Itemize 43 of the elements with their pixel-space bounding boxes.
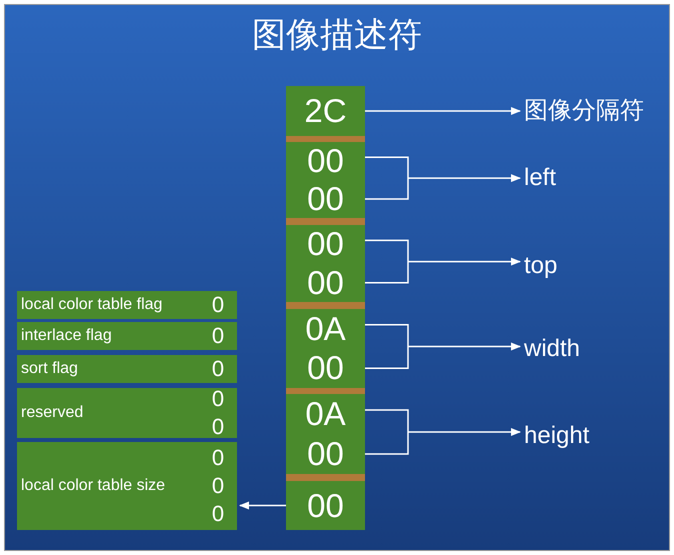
arrow bbox=[365, 107, 521, 115]
hex-value: 00 bbox=[307, 264, 344, 302]
byte-cell bbox=[286, 394, 365, 474]
flag-row bbox=[17, 291, 237, 319]
hex-value: 0A bbox=[305, 395, 346, 433]
arrow bbox=[364, 409, 521, 455]
hex-value: 00 bbox=[307, 435, 344, 473]
hex-value: 0A bbox=[305, 310, 346, 348]
bit-value: 0 0 0 bbox=[211, 444, 225, 528]
field-name: local color table flag bbox=[20, 295, 164, 315]
hex-value: 00 bbox=[307, 142, 344, 180]
bit-value: 0 bbox=[211, 291, 225, 319]
hex-value: 00 bbox=[307, 225, 344, 264]
flag-row bbox=[17, 355, 237, 383]
field-name: sort flag bbox=[20, 359, 79, 379]
bit-value: 0 bbox=[211, 355, 225, 383]
field-label: left bbox=[524, 162, 594, 194]
field-label: top bbox=[524, 250, 594, 282]
byte-cell bbox=[286, 142, 365, 218]
arrow bbox=[364, 324, 521, 369]
field-label: height bbox=[524, 420, 614, 452]
bit-value: 0 0 bbox=[211, 385, 225, 441]
arrow bbox=[239, 502, 286, 510]
byte-cell bbox=[286, 481, 365, 530]
field-name: local color table size bbox=[20, 476, 166, 496]
hex-value: 00 bbox=[307, 349, 344, 388]
field-name: reserved bbox=[20, 403, 84, 423]
byte-cell bbox=[286, 225, 365, 302]
flag-row bbox=[17, 388, 237, 438]
hex-value: 00 bbox=[307, 180, 344, 218]
flag-row bbox=[17, 322, 237, 350]
hex-value: 00 bbox=[307, 486, 344, 524]
field-label: width bbox=[524, 333, 604, 365]
arrow bbox=[364, 156, 521, 200]
byte-cell bbox=[286, 309, 365, 388]
flag-row bbox=[17, 442, 237, 530]
field-name: interlace flag bbox=[20, 326, 113, 346]
byte-cell bbox=[286, 86, 365, 136]
hex-value: 2C bbox=[304, 92, 347, 130]
title: 图像描述符 bbox=[251, 15, 423, 56]
field-label: 图像分隔符 bbox=[524, 92, 670, 128]
arrow bbox=[364, 240, 521, 284]
bit-value: 0 bbox=[211, 322, 225, 350]
